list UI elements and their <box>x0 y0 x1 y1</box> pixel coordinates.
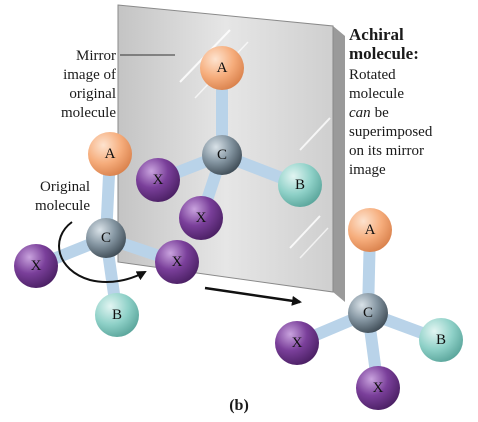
atom-label-b: B <box>295 177 305 193</box>
atom-b <box>278 163 322 207</box>
atom-label-a: A <box>217 60 228 76</box>
atom-label-x: X <box>172 254 183 270</box>
mirror-image-molecule: A B X X C <box>136 46 322 240</box>
atom-x <box>14 244 58 288</box>
rotated-molecule: A X B X C <box>275 208 463 410</box>
achiral-desc-line-6: image <box>349 162 386 178</box>
atom-c <box>202 135 242 175</box>
atom-label-a: A <box>105 146 116 162</box>
achiral-title-line-1: Achiral <box>349 25 404 44</box>
atom-label-c: C <box>101 230 111 246</box>
atom-x <box>136 158 180 202</box>
atom-label-a: A <box>365 222 376 238</box>
atom-x <box>356 366 400 410</box>
atom-label-c: C <box>363 305 373 321</box>
rotation-arrow <box>58 221 147 283</box>
atom-a <box>200 46 244 90</box>
achiral-desc-line-5: on its mirror <box>349 143 424 159</box>
atom-label-b: B <box>112 307 122 323</box>
mirror-label-line-2: image of <box>63 67 116 83</box>
atom-a <box>88 132 132 176</box>
atom-b <box>419 318 463 362</box>
achiral-desc-line-4: superimposed <box>349 124 433 140</box>
atom-x <box>179 196 223 240</box>
atom-label-x: X <box>373 380 384 396</box>
atom-label-c: C <box>217 147 227 163</box>
panel-label: (b) <box>229 397 249 414</box>
atom-label-b: B <box>436 332 446 348</box>
atom-label-x: X <box>196 210 207 226</box>
original-label-line-2: molecule <box>35 198 90 214</box>
atom-x <box>275 321 319 365</box>
atom-label-x: X <box>292 335 303 351</box>
achiral-emphasis: can <box>349 105 371 121</box>
atom-label-x: X <box>31 258 42 274</box>
original-label-line-1: Original <box>40 179 90 195</box>
atom-c <box>348 293 388 333</box>
mirror-image-label: Mirror image of original molecule <box>61 48 175 121</box>
achiral-title-line-2: molecule: <box>349 44 419 63</box>
achiral-be: be <box>375 105 390 121</box>
atom-a <box>348 208 392 252</box>
mirror-label-line-3: original <box>69 86 116 102</box>
original-molecule: A X X B C <box>14 132 199 337</box>
atom-label-x: X <box>153 172 164 188</box>
achiral-desc-line-1: Rotated <box>349 67 396 83</box>
atom-b <box>95 293 139 337</box>
atom-c <box>86 218 126 258</box>
mirror-label-line-1: Mirror <box>76 48 116 64</box>
atom-x <box>155 240 199 284</box>
transform-arrow <box>204 286 302 306</box>
achiral-desc-line-2: molecule <box>349 86 404 102</box>
original-molecule-label: Original molecule <box>35 179 90 214</box>
mirror-label-line-4: molecule <box>61 105 116 121</box>
